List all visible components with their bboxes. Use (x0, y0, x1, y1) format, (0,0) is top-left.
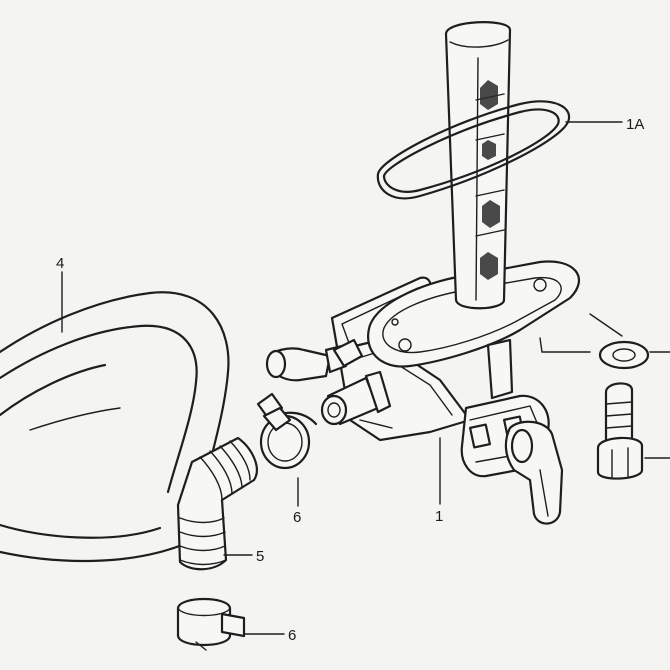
hose-fitting-part-5 (176, 436, 258, 571)
sealing-washer (598, 340, 650, 370)
callout-4: 4 (56, 255, 64, 272)
banjo-bolt (596, 382, 644, 480)
fuel-strainer-tube (444, 21, 512, 310)
callout-6-upper: 6 (293, 509, 301, 526)
fuel-cock-lever (460, 394, 564, 525)
callout-5: 5 (256, 548, 264, 565)
callout-1: 1 (435, 508, 443, 525)
hose-clamp-part-6-lower (176, 598, 246, 651)
callout-1a: 1A (626, 116, 644, 133)
fuel-hose-part-4 (0, 291, 230, 563)
hose-clamp-part-6-upper (256, 392, 318, 470)
leader-lines (61, 121, 670, 635)
callout-6-lower: 6 (288, 627, 296, 644)
fuel-cock-body-part-1 (265, 260, 581, 442)
